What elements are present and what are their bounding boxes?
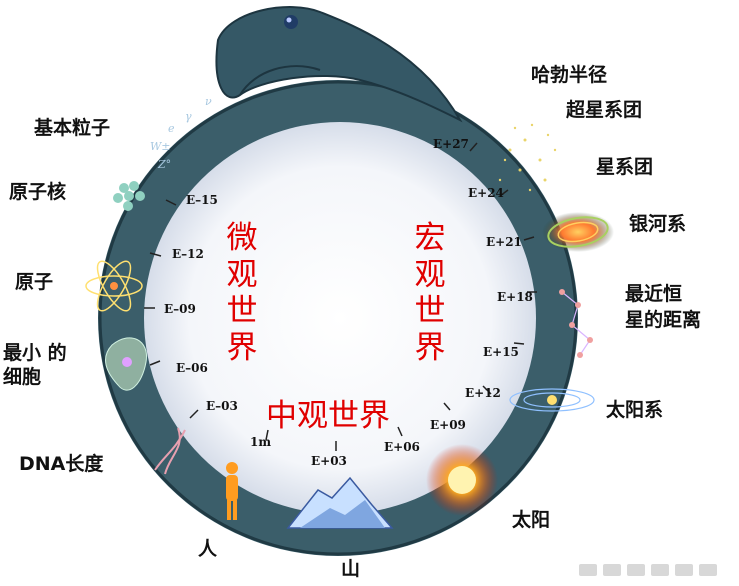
label-solar-system: 太阳系 <box>606 399 664 421</box>
watermark <box>579 564 717 576</box>
scale-mark: E–15 <box>186 193 218 207</box>
svg-text:W±: W± <box>150 140 171 153</box>
scale-mark: E+12 <box>465 386 501 400</box>
serpent-eye <box>284 15 298 29</box>
scale-ticks <box>144 142 537 451</box>
scale-mark: E+21 <box>486 235 522 249</box>
svg-text:e: e <box>168 122 175 135</box>
scale-mark: E–09 <box>164 302 196 316</box>
label-human: 人 <box>198 538 218 560</box>
particle-symbols: W± eγ Z° ν <box>150 95 212 171</box>
atom-illustration <box>85 260 143 312</box>
scale-mark: E–03 <box>206 399 238 413</box>
inner-space <box>144 122 536 514</box>
realm-meso-label: 中观世界 <box>266 398 390 434</box>
scale-mark: E+06 <box>384 440 420 454</box>
scale-mark: E+09 <box>430 418 466 432</box>
scale-mark: E+18 <box>497 290 533 304</box>
svg-text:Z°: Z° <box>157 158 171 171</box>
label-galaxy-cluster: 星系团 <box>596 156 654 178</box>
label-mountain: 山 <box>341 558 361 580</box>
label-atom: 原子 <box>15 271 54 293</box>
realm-macro-label: 宏观世界 <box>414 220 446 366</box>
scale-mark: E+27 <box>433 137 469 151</box>
label-nearest-star-2: 星的距离 <box>625 309 702 331</box>
svg-text:ν: ν <box>205 95 212 108</box>
label-sun: 太阳 <box>512 509 551 531</box>
svg-text:γ: γ <box>185 110 192 123</box>
serpent-head <box>215 6 463 123</box>
serpent-ring-shadow <box>98 80 578 556</box>
galaxy-illustration <box>542 212 614 252</box>
scale-mark: E–06 <box>176 361 208 375</box>
scale-mark: E+24 <box>468 186 504 200</box>
mountain-illustration <box>286 476 394 529</box>
label-dna-length: DNA长度 <box>19 453 104 475</box>
human-illustration <box>226 462 238 520</box>
label-elementary-particles: 基本粒子 <box>34 117 111 139</box>
scale-mark: E–12 <box>172 247 204 261</box>
label-milky-way: 银河系 <box>629 213 687 235</box>
scale-mark: E+03 <box>311 454 347 468</box>
scale-mark: 1m <box>250 435 272 449</box>
nucleus-illustration <box>113 181 145 211</box>
label-atomic-nucleus: 原子核 <box>9 181 67 203</box>
galaxy-cluster-illustration <box>498 123 557 192</box>
cell-illustration <box>104 337 147 391</box>
label-smallest-cell-2: 细胞 <box>3 366 42 388</box>
sun-illustration <box>426 444 498 516</box>
scale-mark: E+15 <box>483 345 519 359</box>
label-smallest-cell-1: 最小 的 <box>3 342 67 364</box>
constellation-illustration <box>559 289 593 358</box>
solar-system-illustration <box>509 388 595 412</box>
realm-micro-label: 微观世界 <box>226 220 258 366</box>
label-hubble-radius: 哈勃半径 <box>531 64 608 86</box>
label-nearest-star-1: 最近恒 <box>625 283 683 305</box>
dna-illustration <box>154 427 186 475</box>
label-supercluster: 超星系团 <box>566 99 643 121</box>
